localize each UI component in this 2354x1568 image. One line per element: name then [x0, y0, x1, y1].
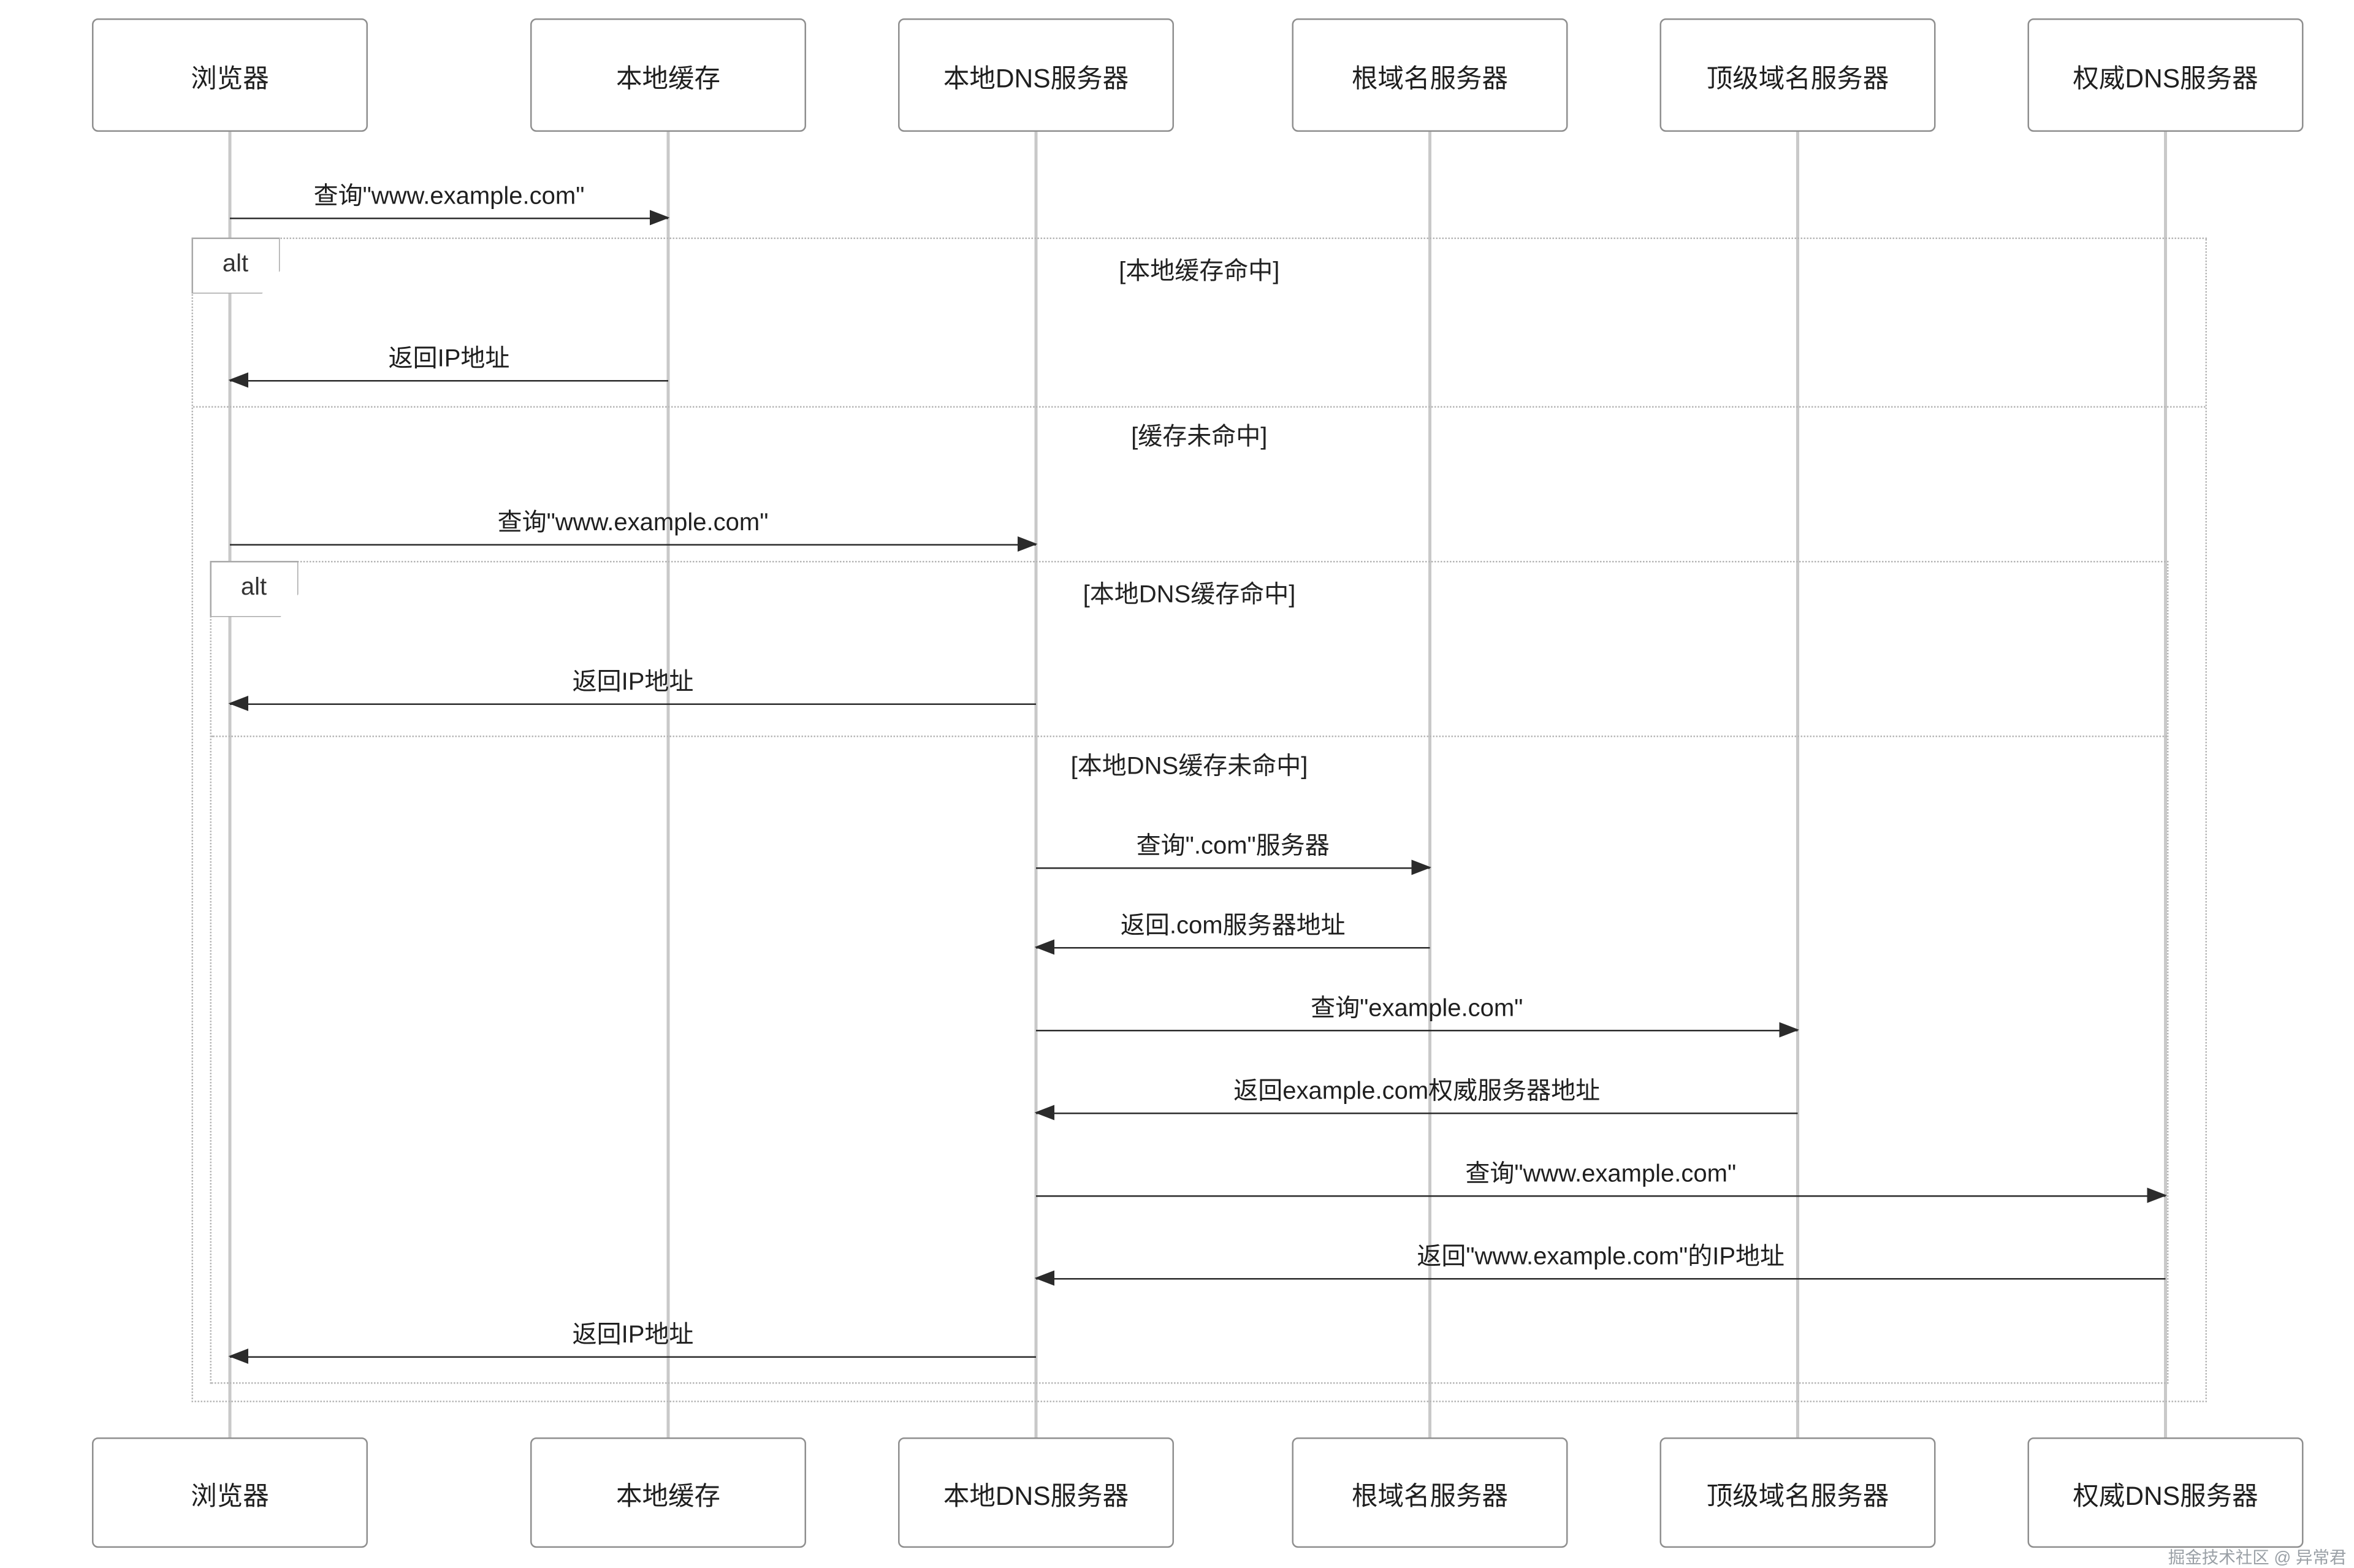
lifeline-auth-dns — [2164, 132, 2166, 1437]
alt-else-divider — [193, 406, 2206, 408]
participant-top-auth-dns: 权威DNS服务器 — [2027, 18, 2304, 132]
participant-top-tld-dns: 顶级域名服务器 — [1659, 18, 1936, 132]
arrow-right — [1036, 859, 1431, 875]
message-2-return-ip: 返回IP地址 — [228, 345, 668, 387]
message-label: 返回example.com权威服务器地址 — [1233, 1079, 1601, 1105]
lifeline-tld-dns — [1796, 132, 1799, 1437]
lifeline-root-dns — [1428, 132, 1431, 1437]
lifeline-local-dns — [1034, 132, 1037, 1437]
message-label: 查询"www.example.com" — [497, 510, 769, 537]
alt-label: alt — [209, 560, 299, 617]
message-label: 查询"example.com" — [1311, 996, 1523, 1022]
alt-condition: [本地缓存命中] — [1119, 259, 1280, 286]
participant-bottom-auth-dns: 权威DNS服务器 — [2027, 1437, 2304, 1548]
message-label: 查询"www.example.com" — [1465, 1162, 1737, 1188]
arrow-left — [1034, 1104, 1798, 1120]
alt-label: alt — [191, 237, 280, 294]
watermark: 掘金技术社区 @ 异常君 — [2168, 1549, 2347, 1568]
message-label: 返回IP地址 — [388, 346, 510, 373]
message-label: 返回.com服务器地址 — [1120, 913, 1346, 940]
arrow-left — [228, 1348, 1036, 1364]
message-10-return-ip-auth: 返回"www.example.com"的IP地址 — [1034, 1243, 2166, 1285]
participant-bottom-local-cache: 本地缓存 — [530, 1437, 806, 1548]
alt-else-divider — [211, 736, 2167, 737]
alt-condition: [本地DNS缓存命中] — [1083, 582, 1296, 609]
lifeline-local-cache — [666, 132, 669, 1437]
arrow-left — [1034, 1269, 2166, 1285]
alt-else-condition: [本地DNS缓存未命中] — [1070, 754, 1308, 780]
message-1-query-local-cache: 查询"www.example.com" — [230, 183, 670, 225]
participant-bottom-local-dns: 本地DNS服务器 — [898, 1437, 1174, 1548]
participant-top-root-dns: 根域名服务器 — [1292, 18, 1568, 132]
message-8-return-auth-server: 返回example.com权威服务器地址 — [1034, 1078, 1798, 1120]
message-label: 返回"www.example.com"的IP地址 — [1417, 1244, 1785, 1271]
arrow-left — [228, 371, 668, 387]
participant-top-browser: 浏览器 — [92, 18, 368, 132]
participant-bottom-browser: 浏览器 — [92, 1437, 368, 1548]
message-label: 返回IP地址 — [572, 669, 694, 696]
message-label: 查询"www.example.com" — [313, 184, 585, 210]
alt-frame-local-cache: alt [本地缓存命中] [缓存未命中] — [191, 237, 2207, 1402]
message-4-return-ip: 返回IP地址 — [228, 668, 1036, 711]
alt-else-condition: [缓存未命中] — [1131, 424, 1268, 451]
arrow-right — [1036, 1021, 1799, 1037]
message-11-return-ip-final: 返回IP地址 — [228, 1321, 1036, 1364]
message-7-query-tld: 查询"example.com" — [1036, 995, 1799, 1037]
participant-top-local-dns: 本地DNS服务器 — [898, 18, 1174, 132]
participant-top-local-cache: 本地缓存 — [530, 18, 806, 132]
arrow-left — [1034, 938, 1430, 954]
lifeline-browser — [228, 132, 231, 1437]
message-9-query-auth: 查询"www.example.com" — [1036, 1160, 2167, 1203]
message-3-query-local-dns: 查询"www.example.com" — [230, 509, 1038, 552]
arrow-right — [230, 536, 1038, 552]
participant-bottom-tld-dns: 顶级域名服务器 — [1659, 1437, 1936, 1548]
message-5-query-root: 查询".com"服务器 — [1036, 832, 1431, 875]
message-label: 返回IP地址 — [572, 1322, 694, 1349]
participant-bottom-root-dns: 根域名服务器 — [1292, 1437, 1568, 1548]
message-6-return-com-server: 返回.com服务器地址 — [1034, 912, 1430, 954]
arrow-right — [1036, 1187, 2167, 1203]
message-label: 查询".com"服务器 — [1136, 834, 1330, 860]
arrow-left — [228, 695, 1036, 711]
alt-frame-dns-cache: alt [本地DNS缓存命中] [本地DNS缓存未命中] — [209, 560, 2169, 1384]
arrow-right — [230, 209, 670, 225]
